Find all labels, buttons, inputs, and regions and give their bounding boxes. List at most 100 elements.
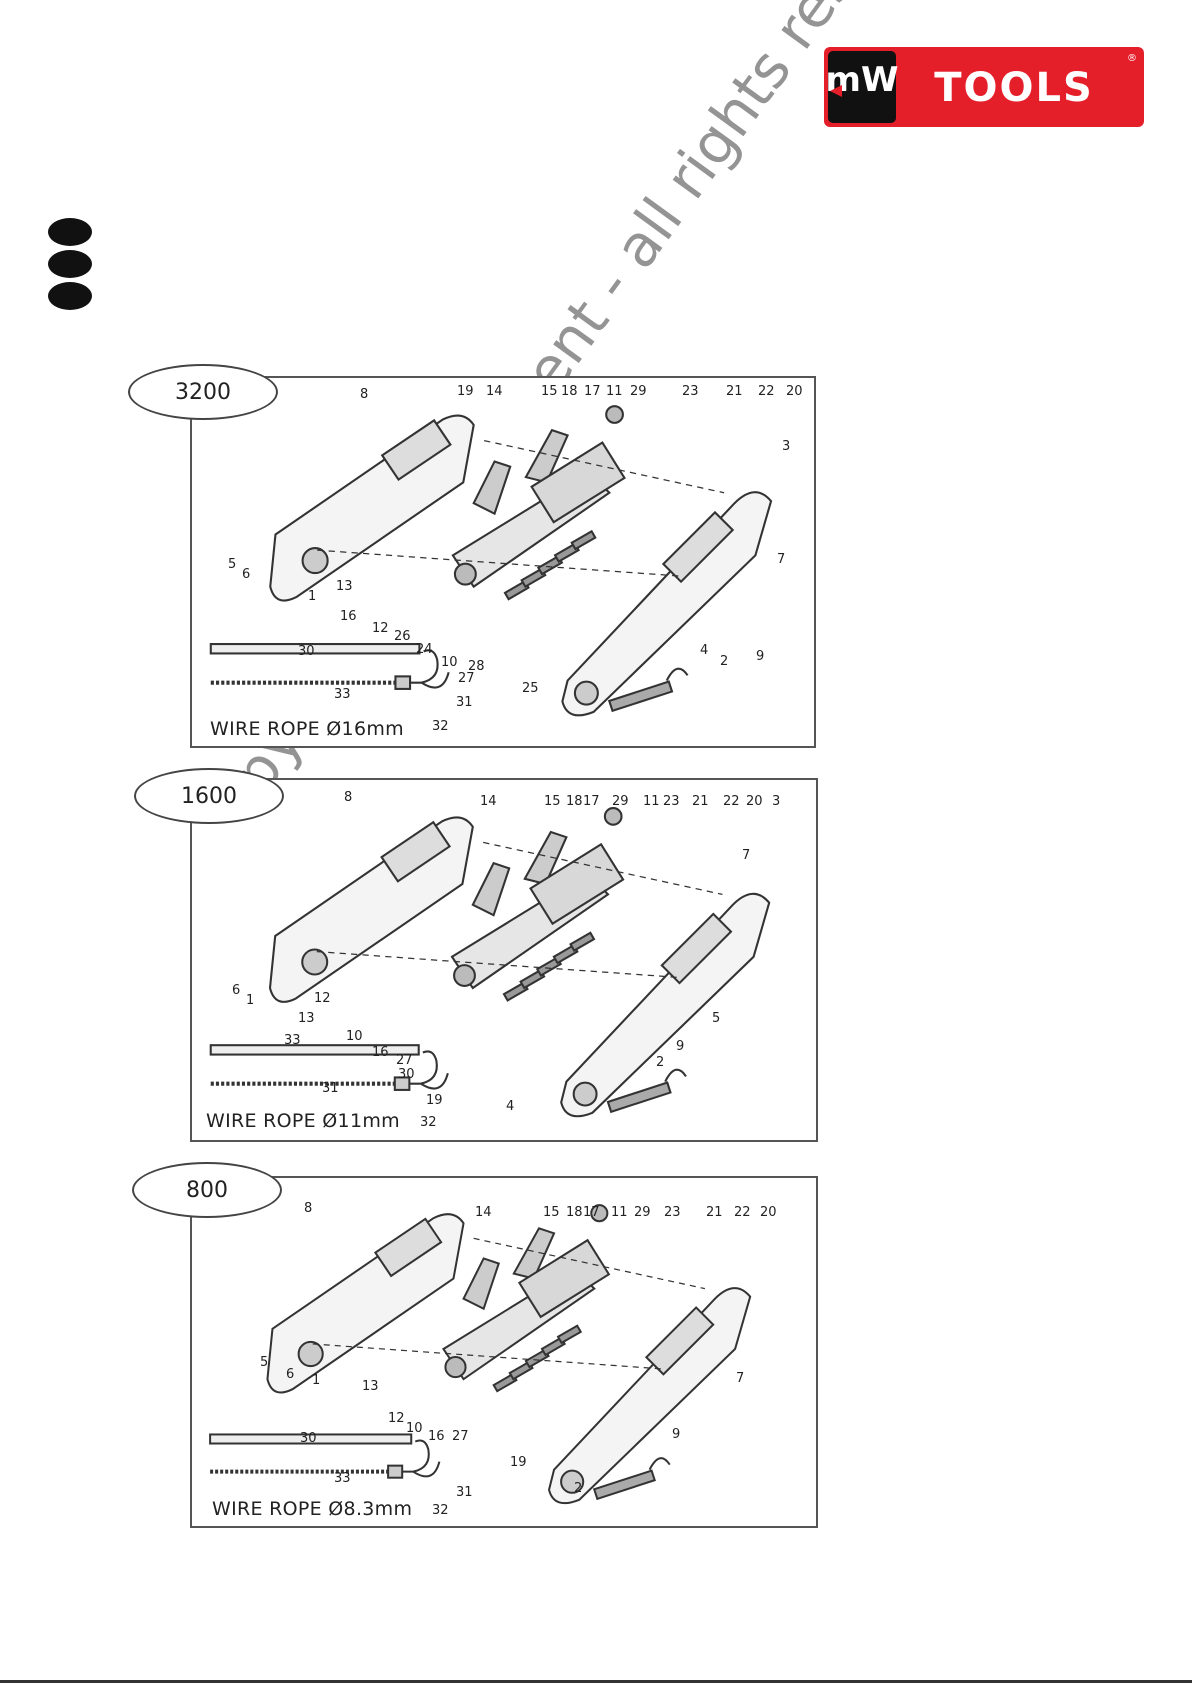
part-callout: 11 [643, 794, 660, 809]
part-callout: 27 [396, 1053, 413, 1068]
part-callout: 33 [334, 687, 351, 702]
part-callout: 12 [372, 621, 389, 636]
part-callout: 23 [664, 1205, 681, 1220]
part-callout: 6 [232, 983, 241, 998]
part-callout: 23 [663, 794, 680, 809]
registered-mark: ® [1127, 53, 1137, 64]
part-callout: 17 [584, 384, 601, 399]
part-callout: 11 [611, 1205, 628, 1220]
logo-text: TOOLS [934, 65, 1094, 111]
part-callout: 8 [360, 387, 369, 402]
part-callout: 3 [782, 439, 791, 454]
part-callout: 13 [336, 579, 353, 594]
model-tag: 1600 [134, 768, 284, 824]
part-callout: 19 [457, 384, 474, 399]
exploded-view-illustration [209, 405, 773, 717]
exploded-view-panel-3200 [190, 376, 816, 748]
part-callout: 8 [304, 1201, 313, 1216]
part-callout: 3 [772, 794, 781, 809]
model-tag: 800 [132, 1162, 282, 1218]
part-callout: 31 [456, 1485, 473, 1500]
part-callout: 13 [362, 1379, 379, 1394]
part-callout: 29 [634, 1205, 651, 1220]
part-callout: 5 [260, 1355, 269, 1370]
part-callout: 29 [630, 384, 647, 399]
exploded-view-illustration [209, 1204, 752, 1505]
part-callout: 12 [314, 991, 331, 1006]
part-callout: 2 [574, 1481, 583, 1496]
exploded-view-panel-1600 [190, 778, 818, 1142]
part-callout: 32 [432, 1503, 449, 1518]
part-callout: 31 [322, 1081, 339, 1096]
exploded-view-illustration [209, 807, 771, 1118]
part-callout: 1 [312, 1373, 321, 1388]
bottom-rule [0, 1680, 1192, 1683]
part-callout: 15 [544, 794, 561, 809]
part-callout: 29 [612, 794, 629, 809]
part-callout: 18 [566, 794, 583, 809]
part-callout: 16 [428, 1429, 445, 1444]
part-callout: 5 [228, 557, 237, 572]
wire-rope-label: WIRE ROPE Ø8.3mm [212, 1498, 413, 1520]
mw-tools-logo: mW TOOLS ® [824, 47, 1144, 127]
part-callout: 11 [606, 384, 623, 399]
part-callout: 10 [441, 655, 458, 670]
part-callout: 2 [656, 1055, 665, 1070]
part-callout: 30 [298, 644, 315, 659]
part-callout: 1 [246, 993, 255, 1008]
part-callout: 18 [561, 384, 578, 399]
part-callout: 32 [432, 719, 449, 734]
part-callout: 27 [458, 671, 475, 686]
part-callout: 22 [758, 384, 775, 399]
part-callout: 9 [672, 1427, 681, 1442]
part-callout: 28 [468, 659, 485, 674]
part-callout: 1 [308, 589, 317, 604]
part-callout: 5 [712, 1011, 721, 1026]
part-callout: 27 [452, 1429, 469, 1444]
part-callout: 30 [398, 1067, 415, 1082]
wire-rope-label: WIRE ROPE Ø16mm [210, 718, 404, 740]
part-callout: 17 [583, 1205, 600, 1220]
wire-rope-label: WIRE ROPE Ø11mm [206, 1110, 400, 1132]
part-callout: 26 [394, 629, 411, 644]
part-callout: 14 [475, 1205, 492, 1220]
part-callout: 14 [480, 794, 497, 809]
part-callout: 22 [723, 794, 740, 809]
model-tag: 3200 [128, 364, 278, 420]
part-callout: 30 [300, 1431, 317, 1446]
part-callout: 16 [372, 1045, 389, 1060]
part-callout: 10 [346, 1029, 363, 1044]
part-callout: 6 [286, 1367, 295, 1382]
part-callout: 15 [543, 1205, 560, 1220]
part-callout: 25 [522, 681, 539, 696]
part-callout: 33 [284, 1033, 301, 1048]
part-callout: 24 [416, 642, 433, 657]
part-callout: 21 [726, 384, 743, 399]
part-callout: 7 [777, 552, 786, 567]
part-callout: 20 [760, 1205, 777, 1220]
part-callout: 33 [334, 1471, 351, 1486]
part-callout: 10 [406, 1421, 423, 1436]
part-callout: 12 [388, 1411, 405, 1426]
part-callout: 16 [340, 609, 357, 624]
part-callout: 19 [510, 1455, 527, 1470]
part-callout: 6 [242, 567, 251, 582]
part-callout: 31 [456, 695, 473, 710]
part-callout: 19 [426, 1093, 443, 1108]
part-callout: 8 [344, 790, 353, 805]
language-bullets [46, 216, 94, 312]
part-callout: 14 [486, 384, 503, 399]
part-callout: 2 [720, 654, 729, 669]
part-callout: 7 [736, 1371, 745, 1386]
part-callout: 4 [700, 643, 709, 658]
part-callout: 9 [756, 649, 765, 664]
part-callout: 21 [692, 794, 709, 809]
part-callout: 23 [682, 384, 699, 399]
part-callout: 4 [506, 1099, 515, 1114]
part-callout: 9 [676, 1039, 685, 1054]
part-callout: 18 [566, 1205, 583, 1220]
exploded-view-panel-800 [190, 1176, 818, 1528]
part-callout: 32 [420, 1115, 437, 1130]
part-callout: 20 [746, 794, 763, 809]
part-callout: 20 [786, 384, 803, 399]
